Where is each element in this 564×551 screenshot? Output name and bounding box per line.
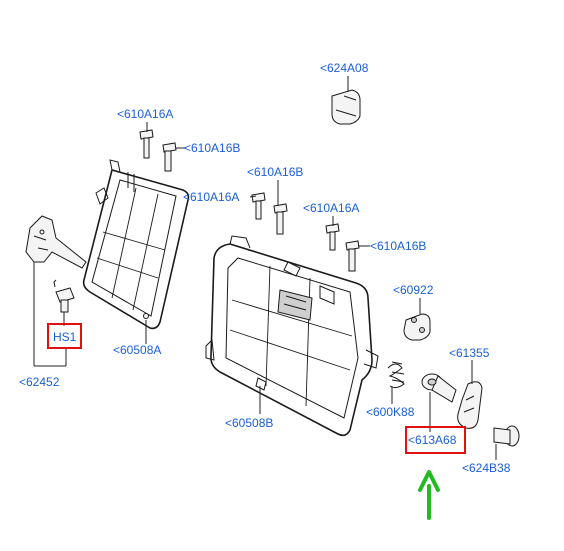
seat-back-frame-right[interactable] [205, 235, 379, 437]
bolt-610a16b-1[interactable] [162, 142, 177, 172]
seat-back-frame-left[interactable] [82, 159, 190, 330]
pin-624b38[interactable] [493, 425, 520, 447]
highlight-box-613a68 [405, 426, 466, 454]
highlight-box-hs1 [47, 323, 82, 349]
spring-600k88[interactable] [387, 361, 405, 389]
bolt-610a16a-1[interactable] [139, 129, 154, 159]
label-613a68[interactable]: <613A68 [408, 433, 457, 447]
bolt-610a16a-3[interactable] [325, 223, 340, 251]
label-610a16a-2[interactable]: <610A16A [183, 190, 239, 204]
label-624b38[interactable]: <624B38 [462, 461, 511, 475]
mounting-bracket[interactable] [25, 215, 87, 269]
cover-cap-624a08[interactable] [331, 89, 361, 125]
label-hs1[interactable]: HS1 [53, 330, 77, 344]
bolt-610a16b-2[interactable] [273, 203, 288, 235]
label-610a16b-1[interactable]: <610A16B [184, 141, 240, 155]
bushing-613a68[interactable] [421, 373, 457, 403]
label-60508a[interactable]: <60508A [113, 343, 161, 357]
label-610a16b-2[interactable]: <610A16B [247, 165, 303, 179]
leader-lines [33, 76, 497, 460]
label-624a08[interactable]: <624A08 [320, 61, 369, 75]
label-60508b[interactable]: <60508B [225, 416, 273, 430]
label-610a16b-3[interactable]: <610A16B [370, 239, 426, 253]
label-61355[interactable]: <61355 [449, 346, 490, 360]
label-62452[interactable]: <62452 [19, 375, 60, 389]
bolt-610a16b-3[interactable] [345, 240, 360, 272]
bolt-610a16a-2[interactable] [251, 192, 266, 220]
up-arrow-icon [418, 470, 440, 520]
label-610a16a-3[interactable]: <610A16A [303, 201, 359, 215]
bolt-hs1[interactable] [53, 279, 75, 313]
latch-60922[interactable] [403, 313, 431, 341]
label-600k88[interactable]: <600K88 [366, 405, 415, 419]
label-60922[interactable]: <60922 [393, 283, 434, 297]
label-610a16a-1[interactable]: <610A16A [117, 107, 173, 121]
hook-61355[interactable] [457, 381, 483, 429]
